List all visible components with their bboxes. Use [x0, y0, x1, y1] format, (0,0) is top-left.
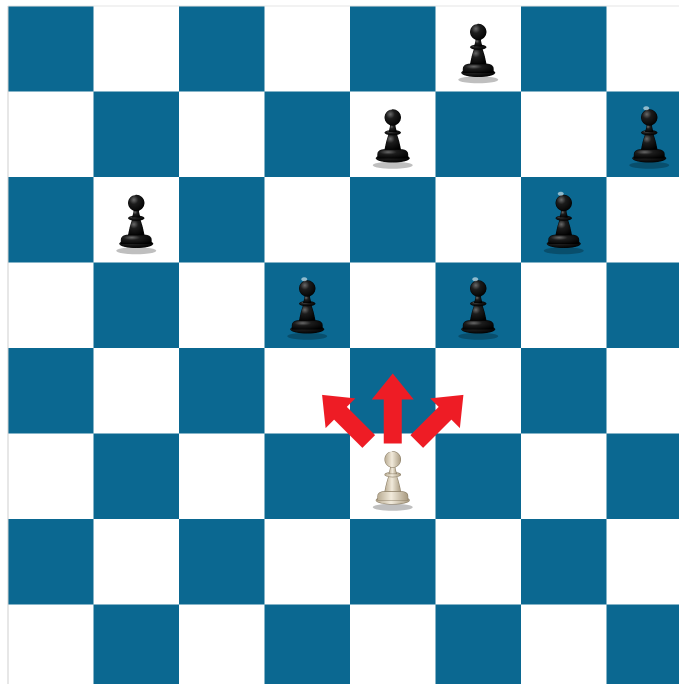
board-square[interactable]: [521, 263, 607, 349]
board-square[interactable]: [521, 519, 607, 605]
board-square[interactable]: [179, 177, 265, 263]
board-square[interactable]: [350, 263, 436, 349]
board-square[interactable]: [436, 92, 522, 178]
board-square[interactable]: [436, 519, 522, 605]
board-square[interactable]: [179, 92, 265, 178]
board-square[interactable]: [8, 519, 94, 605]
board-square[interactable]: [607, 434, 679, 520]
board-square[interactable]: [607, 6, 679, 92]
board-square[interactable]: [179, 6, 265, 92]
board-square[interactable]: [94, 92, 180, 178]
board-square[interactable]: [265, 92, 351, 178]
board-square[interactable]: [8, 434, 94, 520]
board-square[interactable]: [265, 177, 351, 263]
board-square[interactable]: [607, 605, 679, 684]
board-square[interactable]: [265, 6, 351, 92]
board-square[interactable]: [436, 605, 522, 684]
board-square[interactable]: [265, 605, 351, 684]
board-square[interactable]: [350, 177, 436, 263]
board-square[interactable]: [521, 92, 607, 178]
board-square[interactable]: [179, 519, 265, 605]
board-square[interactable]: [8, 348, 94, 434]
board-square[interactable]: [179, 263, 265, 349]
board-square[interactable]: [607, 263, 679, 349]
board-square[interactable]: [436, 434, 522, 520]
board-square[interactable]: [521, 6, 607, 92]
board-square[interactable]: [265, 434, 351, 520]
board-square[interactable]: [350, 605, 436, 684]
board-square[interactable]: [8, 605, 94, 684]
board-square[interactable]: [8, 6, 94, 92]
board-square[interactable]: [94, 6, 180, 92]
board-square[interactable]: [179, 605, 265, 684]
board-square[interactable]: [8, 92, 94, 178]
board-square[interactable]: [521, 605, 607, 684]
board-square[interactable]: [179, 348, 265, 434]
board-square[interactable]: [350, 6, 436, 92]
board-square[interactable]: [8, 263, 94, 349]
board-square[interactable]: [94, 605, 180, 684]
board-square[interactable]: [94, 434, 180, 520]
board-square[interactable]: [521, 348, 607, 434]
board-square[interactable]: [607, 519, 679, 605]
board-square[interactable]: [350, 519, 436, 605]
board-square[interactable]: [8, 177, 94, 263]
board-square[interactable]: [94, 263, 180, 349]
board-square[interactable]: [265, 519, 351, 605]
board-square[interactable]: [607, 177, 679, 263]
board-square[interactable]: [179, 434, 265, 520]
board-square[interactable]: [94, 348, 180, 434]
board-square[interactable]: [94, 519, 180, 605]
board-square[interactable]: [436, 177, 522, 263]
board-square[interactable]: [521, 434, 607, 520]
board-square[interactable]: [607, 348, 679, 434]
